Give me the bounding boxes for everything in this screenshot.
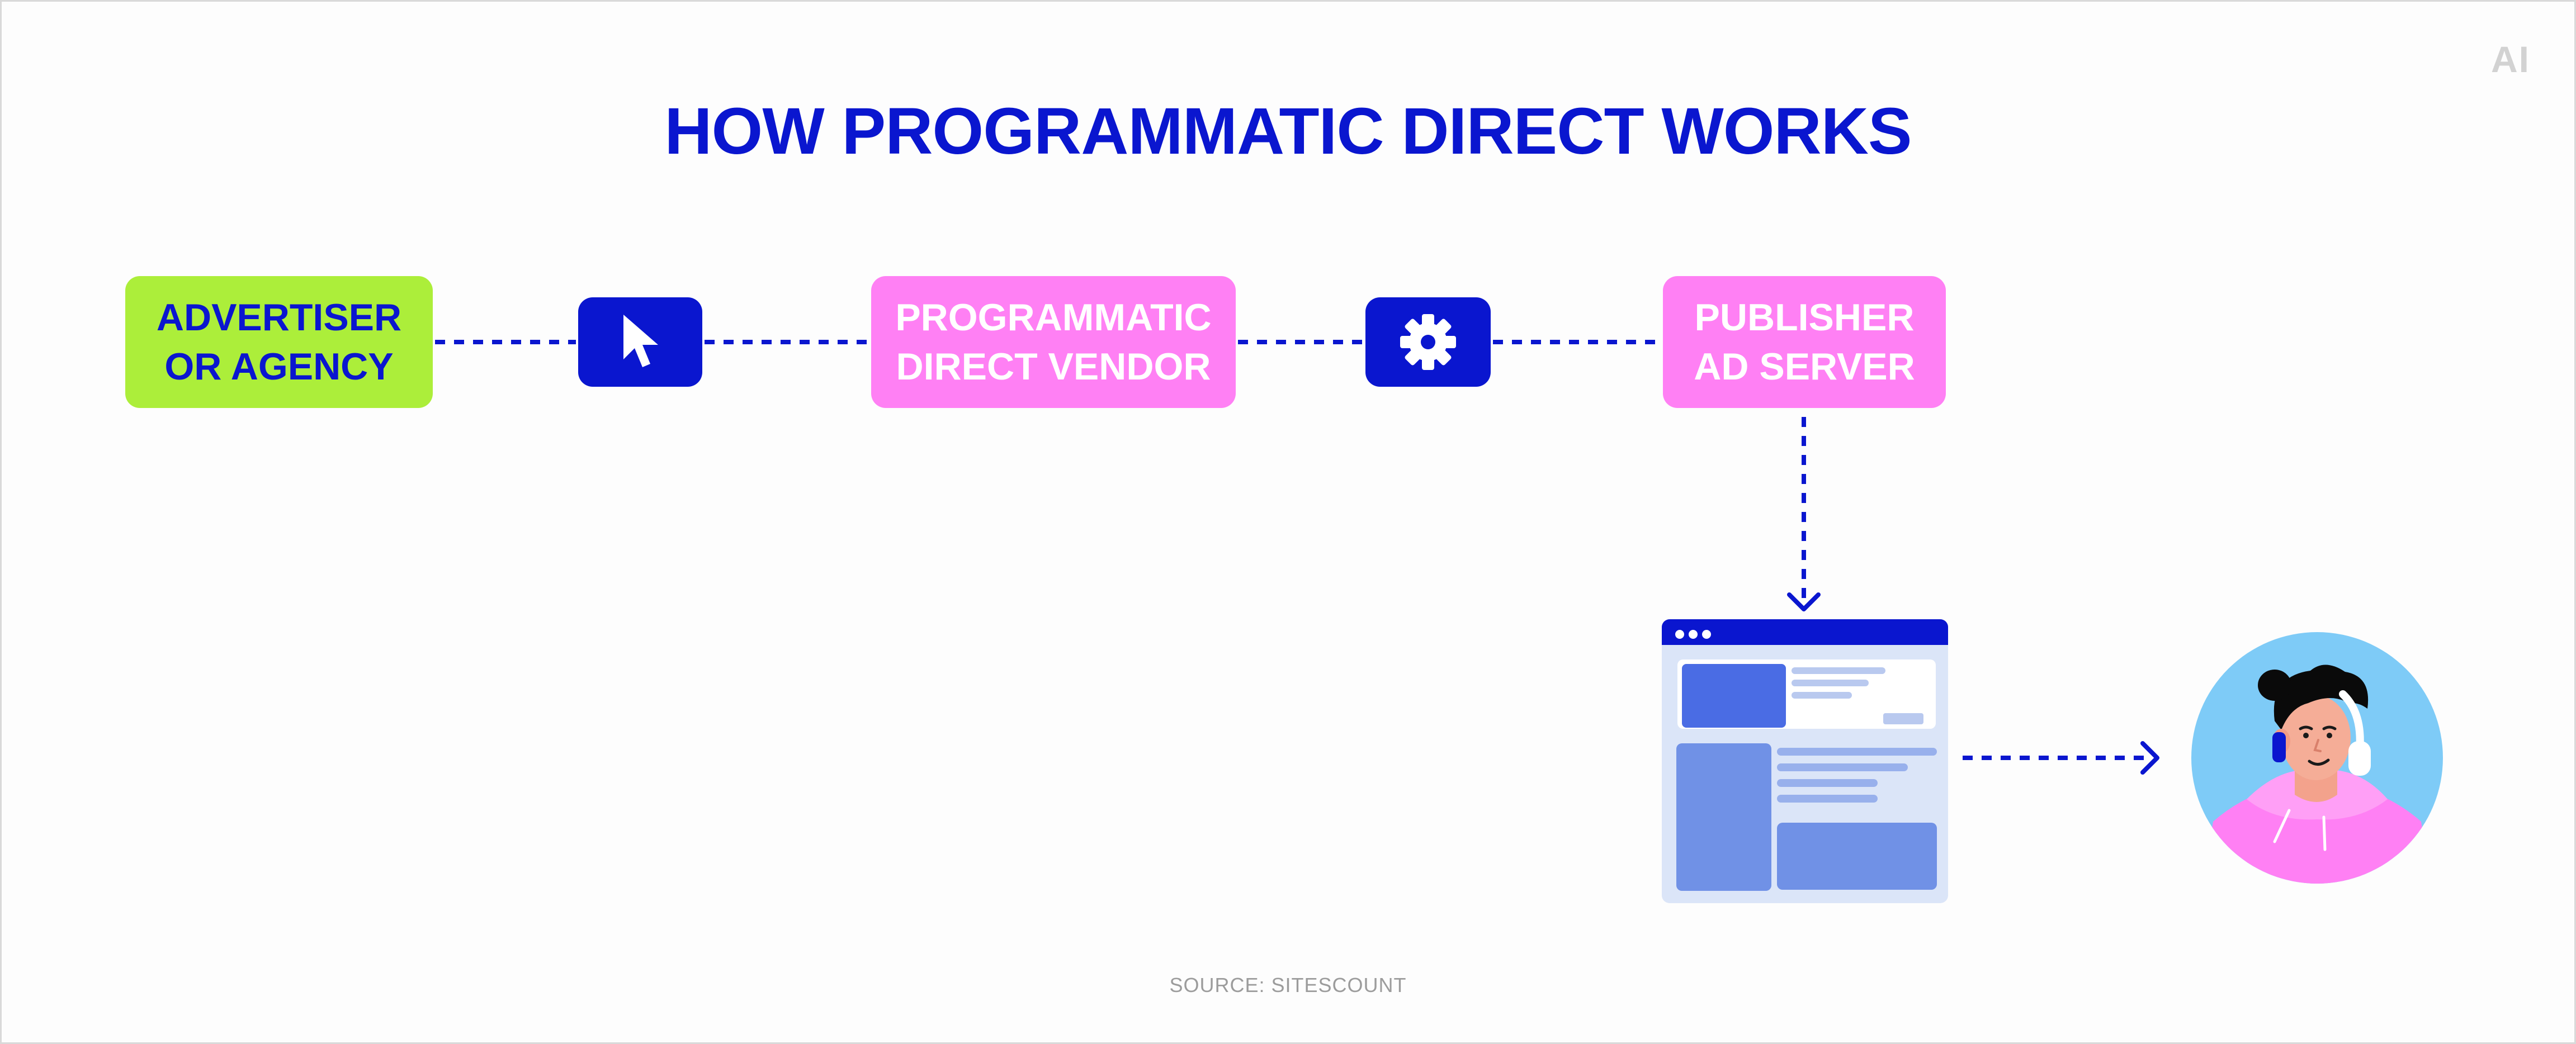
node-label-line: DIRECT VENDOR xyxy=(896,345,1211,388)
node-publisher-ad-server: PUBLISHER AD SERVER xyxy=(1663,276,1946,408)
ai-logo: AI xyxy=(2491,39,2530,80)
node-label-line: OR AGENCY xyxy=(164,345,394,388)
arrowhead-down xyxy=(1787,592,1821,611)
diagram-title: HOW PROGRAMMATIC DIRECT WORKS xyxy=(664,94,1912,168)
cursor-tile xyxy=(578,297,702,387)
arrowhead-right xyxy=(2140,741,2159,775)
node-label-line: AD SERVER xyxy=(1694,345,1915,388)
node-label-line: PUBLISHER xyxy=(1694,296,1915,339)
node-advertiser-or-agency: ADVERTISER OR AGENCY xyxy=(125,276,433,408)
webpage-icon xyxy=(1662,619,1948,903)
node-programmatic-direct-vendor: PROGRAMMATIC DIRECT VENDOR xyxy=(871,276,1236,408)
gear-tile xyxy=(1365,297,1491,387)
gear-icon xyxy=(1400,314,1456,370)
node-label-line: PROGRAMMATIC xyxy=(895,296,1212,339)
cursor-icon xyxy=(623,315,658,367)
source-caption: SOURCE: SITESCOUNT xyxy=(1169,974,1407,996)
node-label-line: ADVERTISER xyxy=(156,296,402,339)
user-avatar xyxy=(2191,632,2443,884)
